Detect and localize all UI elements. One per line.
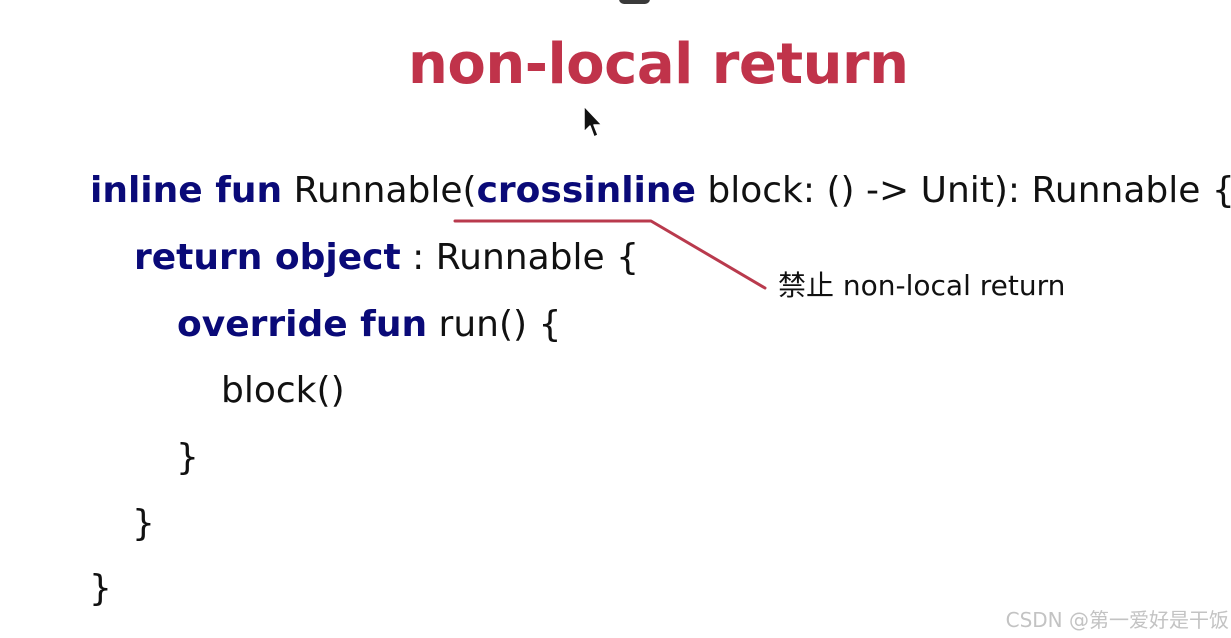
- code-line-close-function: }: [89, 565, 112, 613]
- code-line-runnable-declaration: inline fun Runnable(crossinline block: (…: [90, 167, 1231, 215]
- keyword-override-fun: override fun: [177, 304, 428, 345]
- non-local-return-annotation: 禁止 non-local return: [778, 269, 1066, 302]
- function-signature-start: Runnable(: [282, 170, 477, 211]
- keyword-return-object: return object: [134, 237, 401, 278]
- code-line-return-object: return object : Runnable {: [134, 234, 639, 282]
- object-type-text: : Runnable {: [400, 237, 640, 278]
- code-line-close-object: }: [132, 500, 155, 548]
- code-line-block-call: block(): [221, 367, 345, 415]
- code-line-close-run: }: [176, 434, 199, 482]
- keyword-inline-fun: inline fun: [90, 170, 283, 211]
- keyword-crossinline: crossinline: [476, 170, 696, 211]
- run-function-text: run() {: [427, 304, 562, 345]
- top-tab: [619, 0, 650, 4]
- slide-title: non-local return: [408, 32, 909, 97]
- block-call-text: block(): [221, 370, 345, 411]
- closing-brace-object: }: [132, 503, 155, 544]
- function-signature-end: block: () -> Unit): Runnable {: [695, 170, 1231, 211]
- closing-brace-function: }: [89, 568, 112, 609]
- code-line-override-run: override fun run() {: [177, 301, 561, 349]
- mouse-pointer-icon: [583, 105, 603, 138]
- closing-brace-run: }: [176, 437, 199, 478]
- csdn-watermark: CSDN @第一爱好是干饭: [1005, 608, 1229, 632]
